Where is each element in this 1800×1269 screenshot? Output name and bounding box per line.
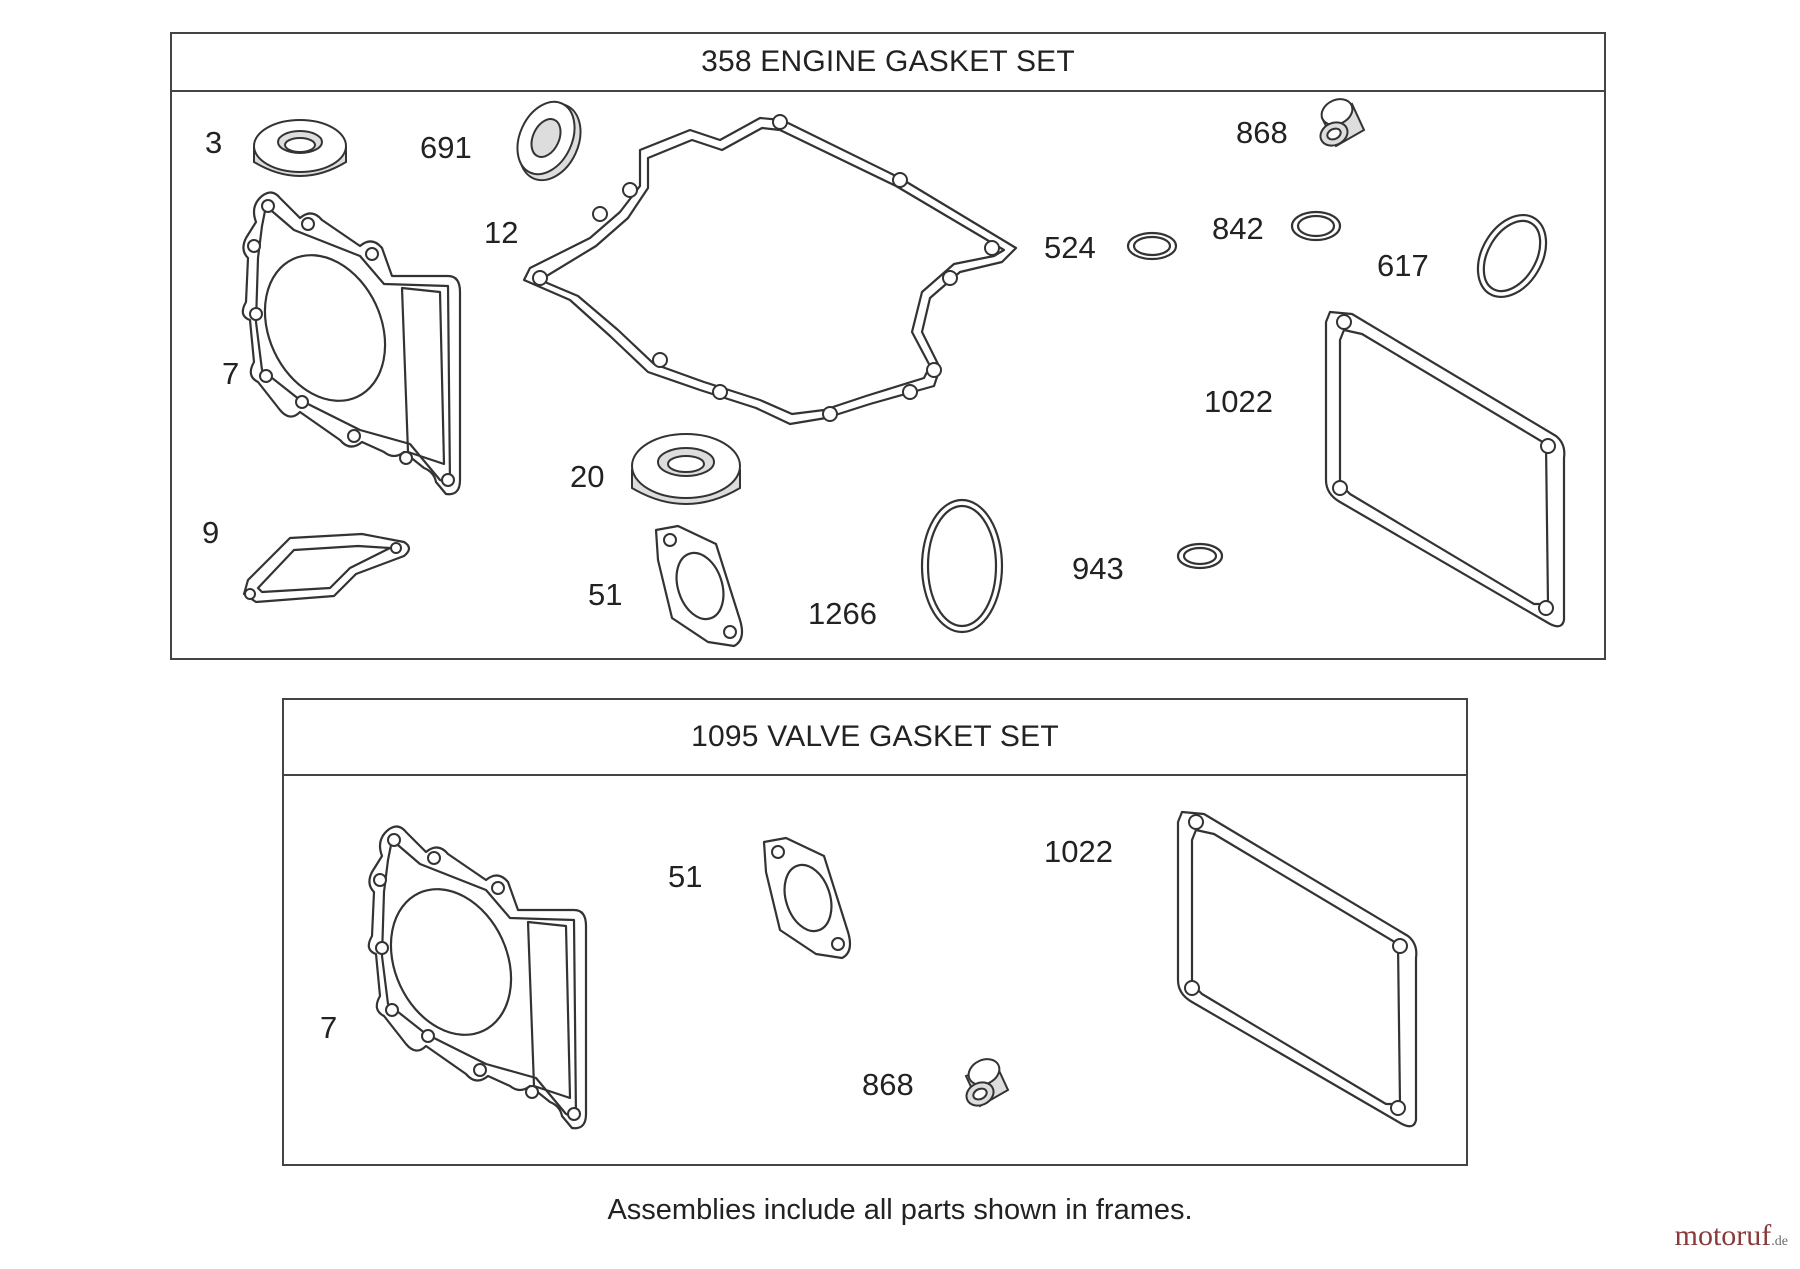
part-12-crankcase-gasket [522,114,1018,426]
part-1022-cover-gasket [1324,310,1566,628]
part-868-valve-seal [1319,98,1366,148]
callout-12: 12 [484,215,519,250]
part-842-o-ring [1290,210,1342,242]
part-7-head-gasket-valve [367,825,588,1130]
part-868-valve-seal-valve [964,1058,1010,1108]
callout-943: 943 [1072,551,1124,586]
callout-1022: 1022 [1204,384,1273,419]
watermark-tld: .de [1771,1234,1788,1249]
part-524-o-ring [1126,231,1178,261]
watermark-logo: motoruf.de [1675,1219,1788,1253]
callout-868: 868 [1236,115,1288,150]
watermark-brand: motoruf [1674,1219,1772,1252]
part-617-ring [1476,213,1548,299]
callout-3: 3 [205,125,223,160]
part-691-seal [516,100,582,182]
part-7-head-gasket [241,191,462,496]
callout-20: 20 [570,459,605,494]
part-20-oil-seal [631,433,741,505]
callout-524: 524 [1044,230,1096,265]
part-9-intake-gasket [242,532,411,604]
part-943-o-ring [1176,542,1224,570]
callout-1266: 1266 [808,596,877,631]
callout-7: 7 [222,356,240,391]
part-51-exhaust-gasket-valve [762,836,852,960]
callout-9: 9 [202,515,220,550]
valve-gasket-frame: 1095 VALVE GASKET SET [282,698,1468,1166]
callout-1022-valve: 1022 [1044,834,1113,869]
part-3-oil-seal [253,119,347,177]
callout-51-valve: 51 [668,859,703,894]
part-1022-cover-gasket-valve [1176,810,1418,1128]
valve-gasket-title: 1095 VALVE GASKET SET [284,700,1466,776]
callout-51: 51 [588,577,623,612]
callout-7-valve: 7 [320,1010,338,1045]
assemblies-footnote: Assemblies include all parts shown in fr… [607,1194,1193,1226]
callout-691: 691 [420,130,472,165]
part-1266-o-ring [920,498,1004,634]
engine-gasket-title: 358 ENGINE GASKET SET [172,34,1604,92]
part-51-exhaust-gasket [654,524,744,648]
callout-868-valve: 868 [862,1067,914,1102]
engine-gasket-frame: 358 ENGINE GASKET SET [170,32,1606,660]
callout-617: 617 [1377,248,1429,283]
callout-842: 842 [1212,211,1264,246]
